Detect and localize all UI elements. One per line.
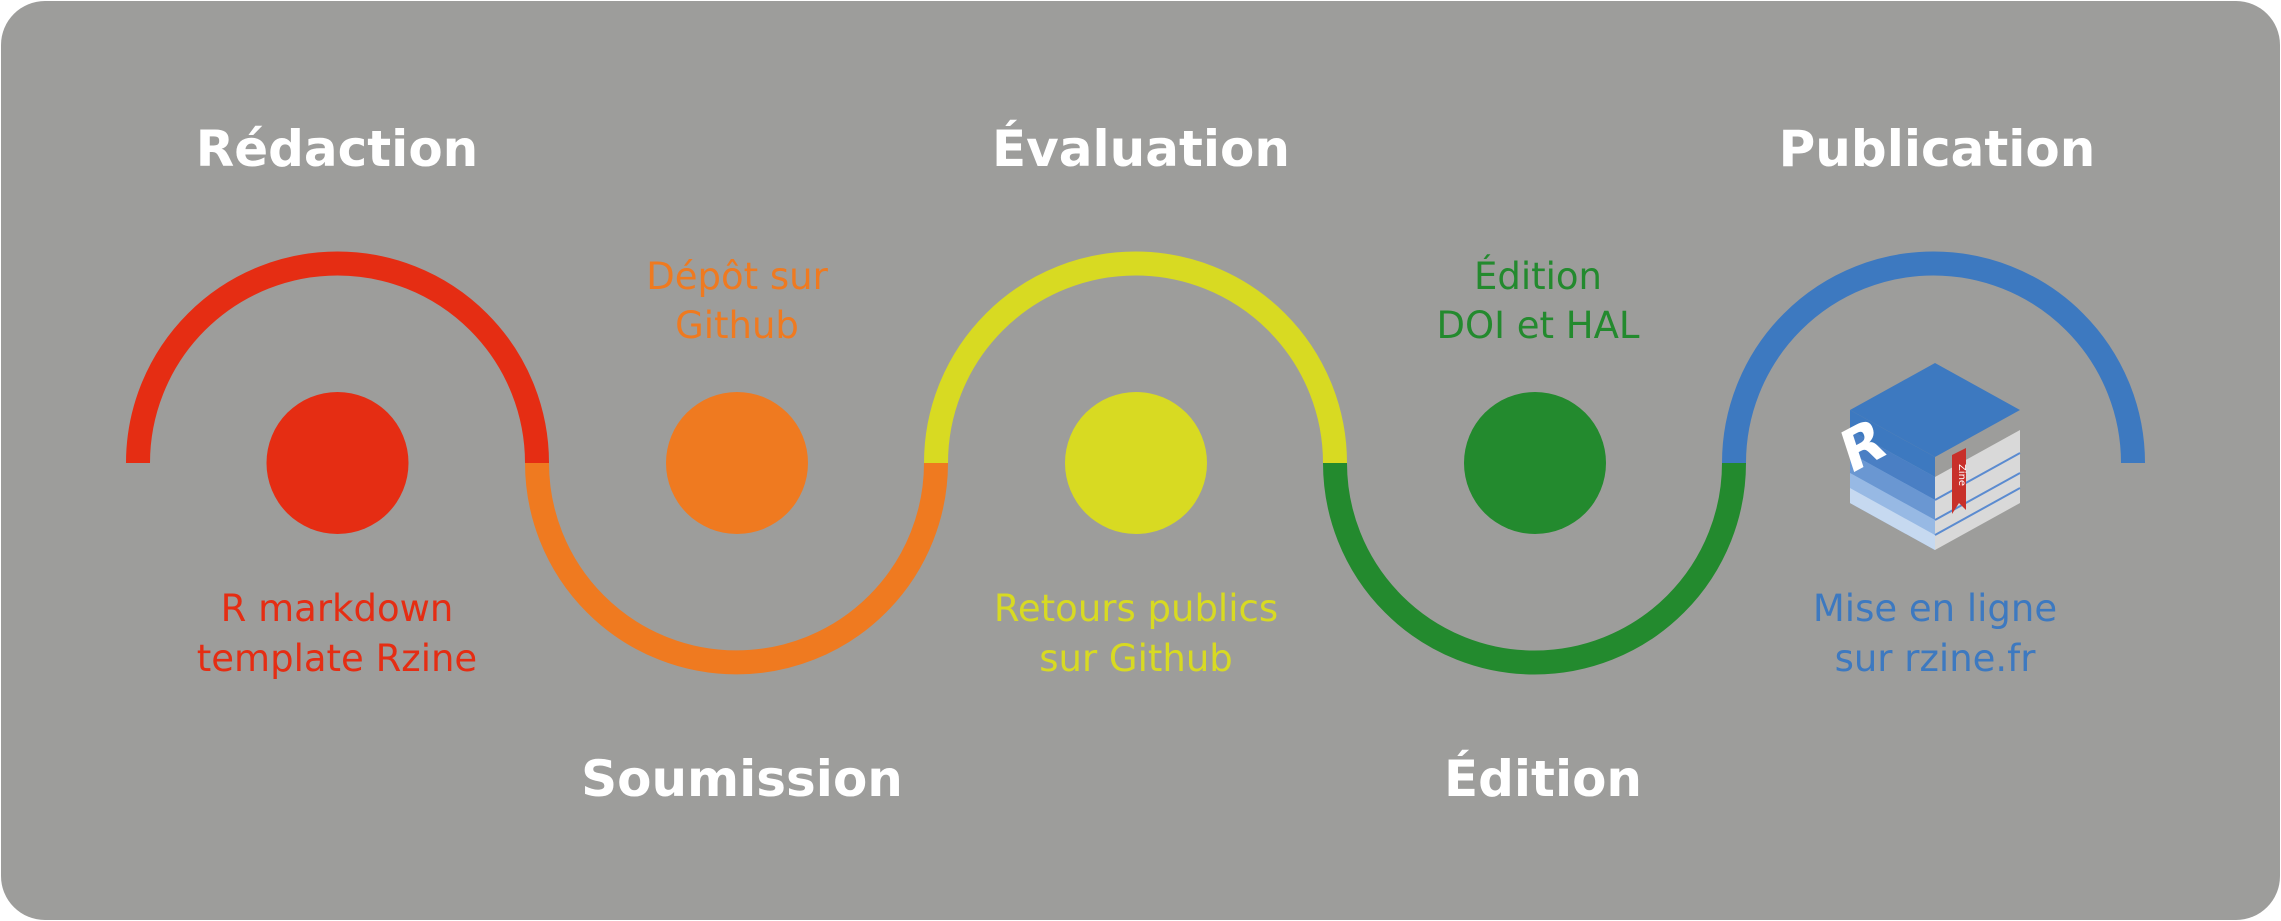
arc-edition (1323, 462, 1746, 675)
stage-title-evaluation: Évaluation (992, 119, 1290, 178)
arc-publication (1722, 251, 2145, 464)
stage-desc-publication-1: Mise en ligne (1813, 587, 2057, 630)
stage-desc-redaction-2: template Rzine (197, 637, 477, 680)
stage-title-soumission: Soumission (581, 750, 903, 808)
stage-desc-edition-1: Édition (1474, 254, 1602, 298)
dot-soumission (666, 392, 808, 534)
arc-evaluation (924, 251, 1347, 464)
logo-ribbon-text: Zine (1956, 464, 1967, 486)
arc-soumission (525, 462, 948, 675)
stage-desc-edition-2: DOI et HAL (1436, 304, 1639, 347)
stage-title-redaction: Rédaction (196, 120, 479, 178)
stage-desc-soumission-2: Github (675, 304, 799, 347)
stage-desc-soumission-1: Dépôt sur (646, 255, 828, 298)
stage-title-edition: Édition (1444, 749, 1642, 808)
stage-desc-redaction-1: R markdown (221, 587, 454, 630)
stage-title-publication: Publication (1779, 120, 2096, 178)
dot-edition (1464, 392, 1606, 534)
dot-redaction (266, 392, 409, 534)
stage-desc-publication-2: sur rzine.fr (1835, 637, 2037, 680)
stage-desc-evaluation-1: Retours publics (994, 587, 1278, 630)
stage-desc-evaluation-2: sur Github (1039, 637, 1233, 680)
dot-evaluation (1065, 392, 1207, 534)
arc-redaction (126, 251, 549, 464)
rzine-logo: R Zine (1834, 363, 2021, 550)
